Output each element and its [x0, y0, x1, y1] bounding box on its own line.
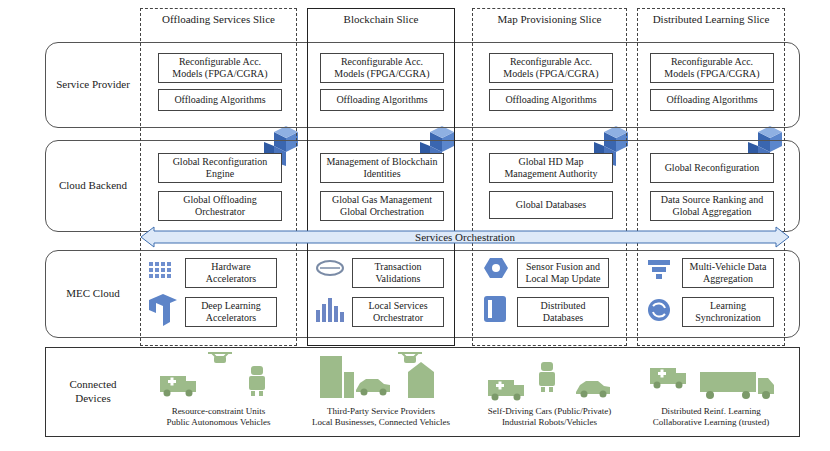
process-box: Reconfigurable Acc. Models (FPGA/CGRA) — [158, 53, 282, 83]
process-box: Data Source Ranking and Global Aggregati… — [650, 191, 774, 221]
box-label: Offloading Algorithms — [666, 94, 757, 106]
box-label: Global Gas Management Global Orchestrati… — [325, 194, 439, 218]
box-label: Deep Learning Accelerators — [190, 300, 272, 324]
box-label: Data Source Ranking and Global Aggregati… — [655, 194, 769, 218]
box-label: Global Databases — [516, 199, 586, 211]
row-label: Services Orchestration — [415, 231, 515, 243]
process-box: Multi-Vehicle Data Aggregation — [682, 258, 774, 288]
row-label: Service Provider — [54, 78, 132, 92]
device-caption: Collaborative Learning (trusted) — [633, 418, 789, 428]
box-label: Transaction Validations — [357, 261, 439, 285]
device-caption: Self-Driving Cars (Public/Private) — [468, 407, 631, 417]
box-label: Reconfigurable Acc. Models (FPGA/CGRA) — [494, 56, 608, 80]
process-box: Offloading Algorithms — [158, 89, 282, 111]
row-label: Cloud Backend — [54, 179, 132, 193]
process-box: Local Services Orchestrator — [352, 297, 444, 327]
box-label: Hardware Accelerators — [190, 261, 272, 285]
device-caption: Public Autonomous Vehicles — [136, 418, 301, 428]
box-label: Offloading Algorithms — [505, 94, 596, 106]
process-box: Reconfigurable Acc. Models (FPGA/CGRA) — [489, 53, 613, 83]
device-caption: Distributed Reinf. Learning — [633, 407, 789, 417]
device-caption: Industrial Robots/Vehicles — [468, 418, 631, 428]
process-box: Global HD Map Management Authority — [489, 153, 613, 183]
box-label: Reconfigurable Acc. Models (FPGA/CGRA) — [325, 56, 439, 80]
process-box: Global Reconfiguration Engine — [158, 153, 282, 183]
slice-title: Offloading Services Slice — [158, 13, 279, 25]
process-box: Global Gas Management Global Orchestrati… — [320, 191, 444, 221]
process-box: Distributed Databases — [517, 297, 609, 327]
slice-column: Blockchain SliceReconfigurable Acc. Mode… — [307, 8, 455, 346]
row-label: Connected Devices — [54, 378, 132, 406]
box-label: Global Offloading Orchestrator — [163, 194, 277, 218]
box-label: Learning Synchronization — [687, 300, 769, 324]
box-label: Offloading Algorithms — [174, 94, 265, 106]
slice-column: Distributed Learning SliceReconfigurable… — [637, 8, 785, 346]
process-box: Transaction Validations — [352, 258, 444, 288]
process-box: Offloading Algorithms — [650, 89, 774, 111]
box-label: Global Reconfiguration Engine — [163, 156, 277, 180]
process-box: Management of Blockchain Identities — [320, 153, 444, 183]
device-caption: Local Businesses, Connected Vehicles — [303, 418, 459, 428]
process-box: Global Offloading Orchestrator — [158, 191, 282, 221]
process-box: Sensor Fusion and Local Map Update — [517, 258, 609, 288]
slice-title: Map Provisioning Slice — [494, 13, 606, 25]
device-caption: Third-Party Service Providers — [303, 407, 459, 417]
orchestration-arrow: Services Orchestration — [140, 226, 790, 248]
process-box: Reconfigurable Acc. Models (FPGA/CGRA) — [650, 53, 774, 83]
box-label: Global Reconfiguration — [665, 162, 760, 174]
process-box: Global Reconfiguration — [650, 153, 774, 183]
slice-column: Offloading Services SliceReconfigurable … — [140, 8, 297, 346]
box-label: Offloading Algorithms — [336, 94, 427, 106]
box-label: Distributed Databases — [522, 300, 604, 324]
process-box: Hardware Accelerators — [185, 258, 277, 288]
box-label: Sensor Fusion and Local Map Update — [522, 261, 604, 285]
slice-title: Distributed Learning Slice — [649, 13, 774, 25]
process-box: Offloading Algorithms — [320, 89, 444, 111]
process-box: Learning Synchronization — [682, 297, 774, 327]
box-label: Multi-Vehicle Data Aggregation — [687, 261, 769, 285]
process-box: Reconfigurable Acc. Models (FPGA/CGRA) — [320, 53, 444, 83]
box-label: Reconfigurable Acc. Models (FPGA/CGRA) — [655, 56, 769, 80]
box-label: Reconfigurable Acc. Models (FPGA/CGRA) — [163, 56, 277, 80]
box-label: Management of Blockchain Identities — [325, 156, 439, 180]
process-box: Global Databases — [489, 191, 613, 219]
box-label: Global HD Map Management Authority — [494, 156, 608, 180]
slice-title: Blockchain Slice — [340, 13, 423, 25]
slice-column: Map Provisioning SliceReconfigurable Acc… — [472, 8, 627, 346]
device-caption: Resource-constraint Units — [136, 407, 301, 417]
process-box: Offloading Algorithms — [489, 89, 613, 111]
box-label: Local Services Orchestrator — [357, 300, 439, 324]
process-box: Deep Learning Accelerators — [185, 297, 277, 327]
row-label: MEC Cloud — [54, 287, 132, 301]
